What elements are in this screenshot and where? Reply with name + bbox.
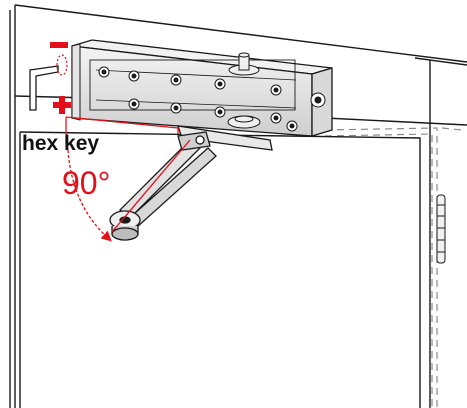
closer-arm: [109, 125, 273, 241]
hex-key-label: hex key: [22, 132, 99, 155]
door-panel: [19, 131, 421, 408]
hex-key-icon: [29, 65, 59, 111]
minus-sign: [50, 42, 68, 48]
closer-end-cap: [71, 43, 81, 121]
angle-label: 90°: [62, 165, 110, 201]
pinion: [227, 115, 261, 129]
plus-sign: [53, 96, 71, 114]
door-edge-dashed: [324, 127, 463, 408]
top-valve-knob: [228, 52, 260, 76]
angle-guide: [65, 116, 191, 242]
hinge-icon: [436, 194, 446, 264]
rotation-arrow-icon: [56, 54, 68, 76]
door-frame: [9, 4, 467, 408]
closer-screws: [98, 66, 326, 132]
